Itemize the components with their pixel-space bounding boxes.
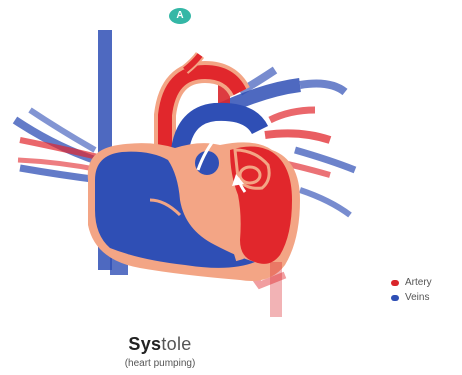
caption-title-bold: Sys [128, 334, 161, 354]
artery-swatch [391, 280, 399, 286]
vein-swatch [391, 295, 399, 301]
legend: Artery Veins [391, 275, 461, 305]
caption-subtitle: (heart pumping) [100, 358, 220, 369]
caption-title-rest: tole [161, 334, 191, 354]
legend-item-veins: Veins [391, 290, 461, 305]
descending-aorta [270, 262, 282, 317]
legend-item-artery: Artery [391, 275, 461, 290]
legend-label-artery: Artery [405, 277, 432, 288]
caption-title: Systole [100, 334, 220, 355]
legend-label-veins: Veins [405, 292, 429, 303]
